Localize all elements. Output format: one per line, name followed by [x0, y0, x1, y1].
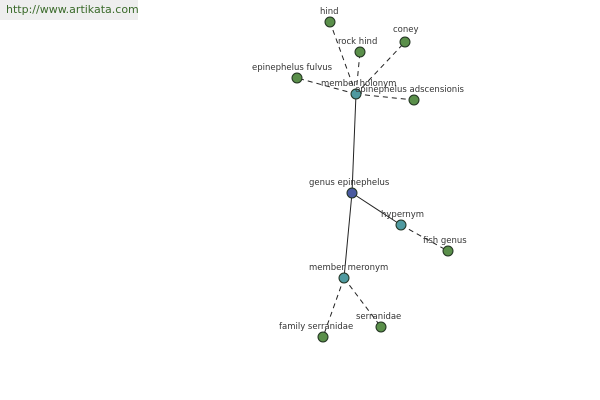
node-familyserranidae[interactable]	[317, 331, 329, 343]
watermark-link[interactable]: http://www.artikata.com	[0, 0, 139, 20]
node-fishgenus[interactable]	[442, 245, 454, 257]
node-genus[interactable]	[346, 187, 358, 199]
node-label-fulvus: epinephelus fulvus	[252, 63, 333, 73]
edge-holonym-fulvus	[296, 77, 357, 95]
node-label-coney: coney	[393, 25, 419, 35]
edge-genus-holonym	[351, 93, 357, 194]
node-label-rockhind: rock hind	[338, 37, 377, 47]
edges-layer	[296, 21, 449, 338]
node-label-hypernym: hypernym	[381, 210, 424, 220]
edge-genus-meronym	[343, 192, 353, 279]
node-label-familyserranidae: family serranidae	[279, 322, 353, 332]
node-serranidae[interactable]	[375, 321, 387, 333]
labels-layer: genus epinephelus member holonym hypernym m…	[252, 7, 467, 332]
node-adscensionis[interactable]	[408, 94, 420, 106]
edge-meronym-familyserranidae	[322, 277, 345, 338]
node-coney[interactable]	[399, 36, 411, 48]
node-holonym[interactable]	[350, 88, 362, 100]
edge-holonym-rockhind	[355, 51, 361, 95]
node-label-serranidae: serranidae	[356, 312, 401, 322]
edge-holonym-hind	[329, 21, 357, 95]
edge-meronym-serranidae	[343, 277, 382, 328]
node-rockhind[interactable]	[354, 46, 366, 58]
node-label-adscensionis: epinephelus adscensionis	[355, 85, 465, 95]
node-fulvus[interactable]	[291, 72, 303, 84]
node-label-fishgenus: fish genus	[423, 236, 467, 246]
edge-holonym-adscensionis	[355, 93, 415, 101]
nodes-layer	[291, 16, 454, 343]
node-label-hind: hind	[320, 7, 339, 17]
edge-genus-hypernym	[351, 192, 402, 226]
node-label-genus: genus epinephelus	[309, 178, 390, 188]
node-label-meronym: member meronym	[309, 263, 388, 273]
node-meronym[interactable]	[338, 272, 350, 284]
node-hind[interactable]	[324, 16, 336, 28]
edge-holonym-coney	[355, 41, 406, 95]
node-label-holonym: member holonym	[321, 79, 396, 89]
node-hypernym[interactable]	[395, 219, 407, 231]
